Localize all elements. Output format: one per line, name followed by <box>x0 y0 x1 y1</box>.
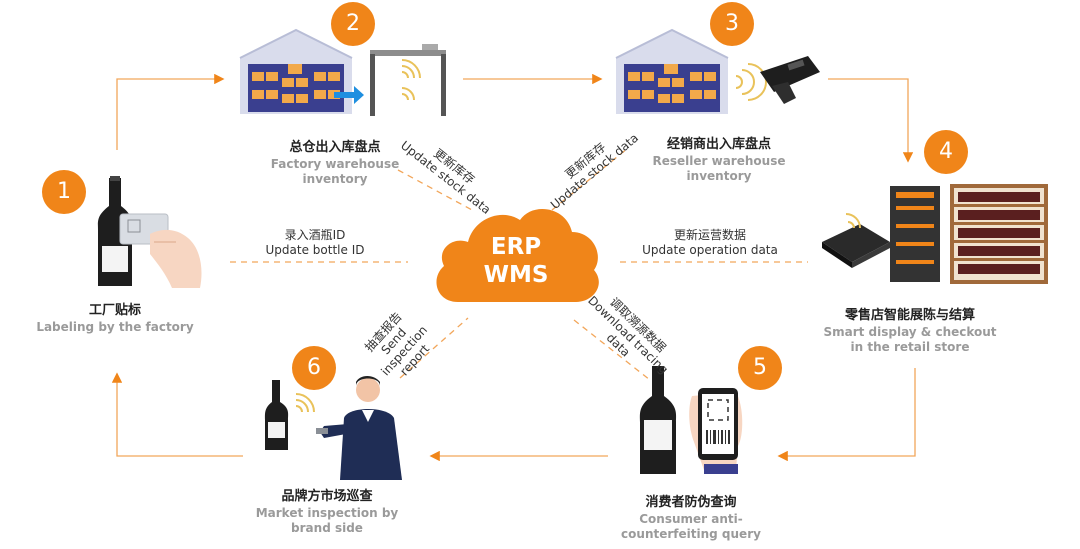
dash-bottom-left <box>399 317 469 379</box>
step-5-subtitle: Consumer anti- counterfeiting query <box>586 512 796 542</box>
step-4-subtitle-line-2: in the retail store <box>850 340 970 354</box>
warehouse-icon <box>615 28 729 114</box>
rfid-wave-icon <box>735 63 767 101</box>
cloud-icon <box>436 208 599 302</box>
smartphone-icon <box>689 388 743 474</box>
step-3-badge: 3 <box>710 2 754 46</box>
step-3-subtitle: Reseller warehouse inventory <box>614 154 824 184</box>
arrow-4-to-5 <box>777 368 916 462</box>
dash-top-left <box>397 169 473 211</box>
link-update-bottle-label: 录入酒瓶ID Update bottle ID <box>240 228 390 258</box>
step-6-subtitle-line-1: Market inspection by <box>255 506 399 520</box>
rfid-wave-icon <box>295 393 315 413</box>
step-1-title: 工厂贴标 <box>88 303 141 318</box>
cloud-line-1: ERP <box>490 234 542 260</box>
step-4-subtitle-line-1: Smart display & checkout <box>823 325 997 339</box>
arrow-6-to-1 <box>111 372 243 457</box>
step-1-illustration <box>97 176 202 288</box>
step-5-subtitle-line-2: counterfeiting query <box>621 527 761 541</box>
inspector-icon <box>316 376 402 480</box>
step-5-subtitle-line-1: Consumer anti- <box>639 512 743 526</box>
step-4-badge: 4 <box>924 130 968 174</box>
handheld-reader-icon <box>760 56 820 104</box>
step-5-badge: 5 <box>738 346 782 390</box>
step-2-subtitle: Factory warehouse inventory <box>230 157 440 187</box>
step-6-illustration <box>264 376 402 480</box>
dash-top-right <box>551 147 629 211</box>
smart-display-icon <box>890 186 940 282</box>
warehouse-icon <box>239 28 353 114</box>
step-3-subtitle-line-1: Reseller warehouse <box>652 154 786 168</box>
dash-bottom-right <box>573 319 651 381</box>
step-1-subtitle: Labeling by the factory <box>36 320 194 334</box>
step-4-title: 零售店智能展陈与结算 <box>844 308 975 323</box>
step-6-title: 品牌方市场巡查 <box>281 489 373 504</box>
step-3-illustration <box>615 28 820 114</box>
step-2-badge: 2 <box>331 2 375 46</box>
arrow-1-to-2 <box>116 73 225 150</box>
step-2-subtitle-line-1: Factory warehouse <box>270 157 400 171</box>
link-update-bottle-en: Update bottle ID <box>265 243 365 257</box>
step-4-subtitle: Smart display & checkout in the retail s… <box>800 325 1020 355</box>
link-update-operation-en: Update operation data <box>642 243 778 257</box>
link-update-operation-label: 更新运营数据 Update operation data <box>620 228 800 258</box>
step-3-subtitle-line-2: inventory <box>686 169 752 183</box>
arrow-right-icon <box>334 86 364 104</box>
step-2-title: 总仓出入库盘点 <box>289 140 381 155</box>
link-update-operation-cn: 更新运营数据 <box>673 228 746 242</box>
step-6-subtitle: Market inspection by brand side <box>222 506 432 536</box>
cloud-label: ERP WMS <box>466 233 566 289</box>
rfid-wave-icon <box>401 59 421 101</box>
step-6-subtitle-line-2: brand side <box>291 521 363 535</box>
step-5-illustration <box>639 366 743 474</box>
wine-bottle-icon <box>264 380 289 450</box>
step-2-subtitle-line-2: inventory <box>302 172 368 186</box>
cloud-line-2: WMS <box>483 262 549 288</box>
step-3-title: 经销商出入库盘点 <box>666 137 771 152</box>
step-6-badge: 6 <box>292 346 336 390</box>
smart-shelf-icon <box>950 184 1048 284</box>
wine-bottle-icon <box>639 366 677 474</box>
step-5-title: 消费者防伪查询 <box>645 495 737 510</box>
step-2-illustration <box>239 28 446 116</box>
link-update-bottle-cn: 录入酒瓶ID <box>284 228 346 242</box>
checkout-pad-icon <box>822 224 890 268</box>
step-1-badge: 1 <box>42 170 86 214</box>
arrow-3-to-4 <box>828 78 914 163</box>
rfid-gate-icon <box>370 44 446 116</box>
step-4-illustration <box>822 184 1048 284</box>
hand-with-tag-icon <box>119 213 202 288</box>
